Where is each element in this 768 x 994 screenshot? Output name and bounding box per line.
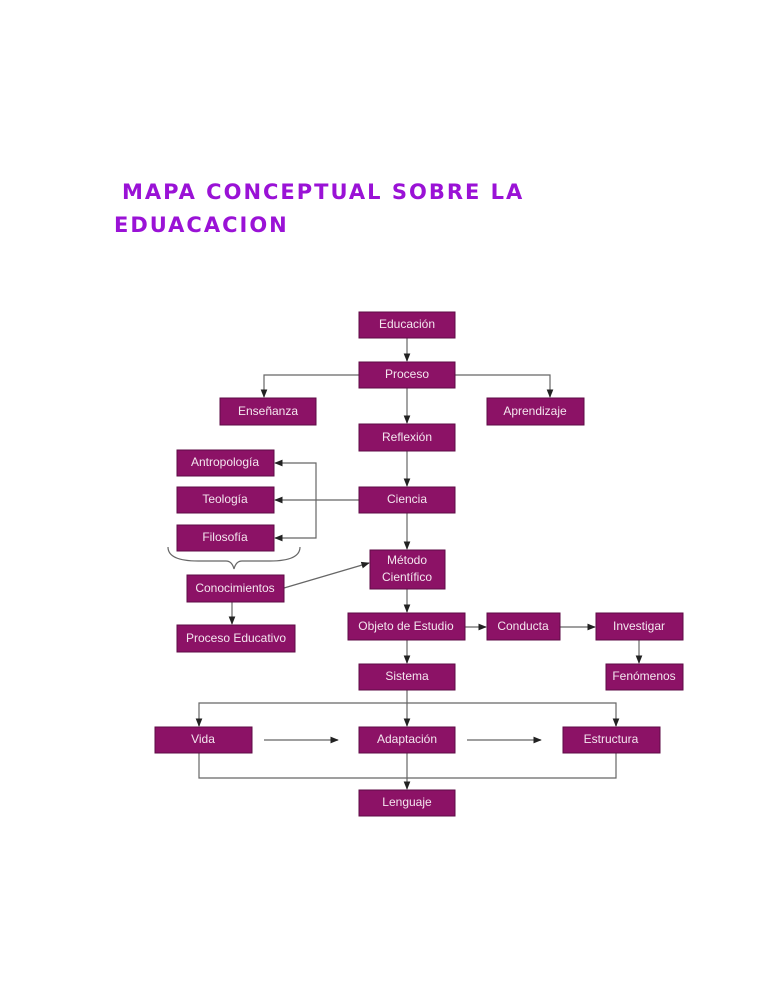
node-vida: Vida — [154, 726, 253, 754]
node-objeto-estudio: Objeto de Estudio — [347, 612, 466, 641]
node-label: Vida — [191, 732, 215, 746]
node-filosofia: Filosofía — [176, 524, 275, 552]
node-label: Teología — [202, 492, 248, 506]
node-conducta: Conducta — [486, 612, 561, 641]
node-label: Antropología — [191, 455, 259, 469]
node-antropologia: Antropología — [176, 449, 275, 477]
node-label: Ciencia — [387, 492, 427, 506]
node-label: Conocimientos — [195, 581, 274, 595]
node-label: Objeto de Estudio — [358, 619, 454, 633]
node-estructura: Estructura — [562, 726, 661, 754]
node-lenguaje: Lenguaje — [358, 789, 456, 817]
node-label: Científico — [382, 570, 432, 584]
node-fenomenos: Fenómenos — [605, 663, 684, 691]
title-line-1: MAPA CONCEPTUAL SOBRE LA — [122, 180, 525, 204]
node-label: Educación — [379, 317, 435, 331]
node-label: Método — [387, 553, 427, 567]
node-label: Estructura — [584, 732, 639, 746]
node-proceso: Proceso — [358, 361, 456, 389]
node-investigar: Investigar — [595, 612, 684, 641]
node-label: Conducta — [497, 619, 549, 633]
node-label: Enseñanza — [238, 404, 298, 418]
node-label: Proceso — [385, 367, 429, 381]
title-line-2: EDUACACION — [114, 213, 289, 237]
node-label: Investigar — [613, 619, 665, 633]
node-reflexion: Reflexión — [358, 423, 456, 452]
node-label: Reflexión — [382, 430, 432, 444]
node-proceso-educativo: Proceso Educativo — [176, 624, 296, 653]
node-ensenanza: Enseñanza — [219, 397, 317, 426]
node-teologia: Teología — [176, 486, 275, 514]
node-label: Adaptación — [377, 732, 437, 746]
node-label: Proceso Educativo — [186, 631, 286, 645]
node-educacion: Educación — [358, 311, 456, 339]
node-label: Aprendizaje — [503, 404, 567, 418]
node-aprendizaje: Aprendizaje — [486, 397, 585, 426]
connectors — [167, 338, 643, 790]
node-label: Sistema — [385, 669, 429, 683]
node-label: Filosofía — [202, 530, 248, 544]
node-label: Lenguaje — [382, 795, 432, 809]
node-conocimientos: Conocimientos — [186, 574, 285, 603]
document-title: MAPA CONCEPTUAL SOBRE LA EDUACACION — [114, 176, 674, 242]
node-label: Fenómenos — [612, 669, 675, 683]
node-adaptacion: Adaptación — [358, 726, 456, 754]
node-sistema: Sistema — [358, 663, 456, 691]
node-ciencia: Ciencia — [358, 486, 456, 514]
